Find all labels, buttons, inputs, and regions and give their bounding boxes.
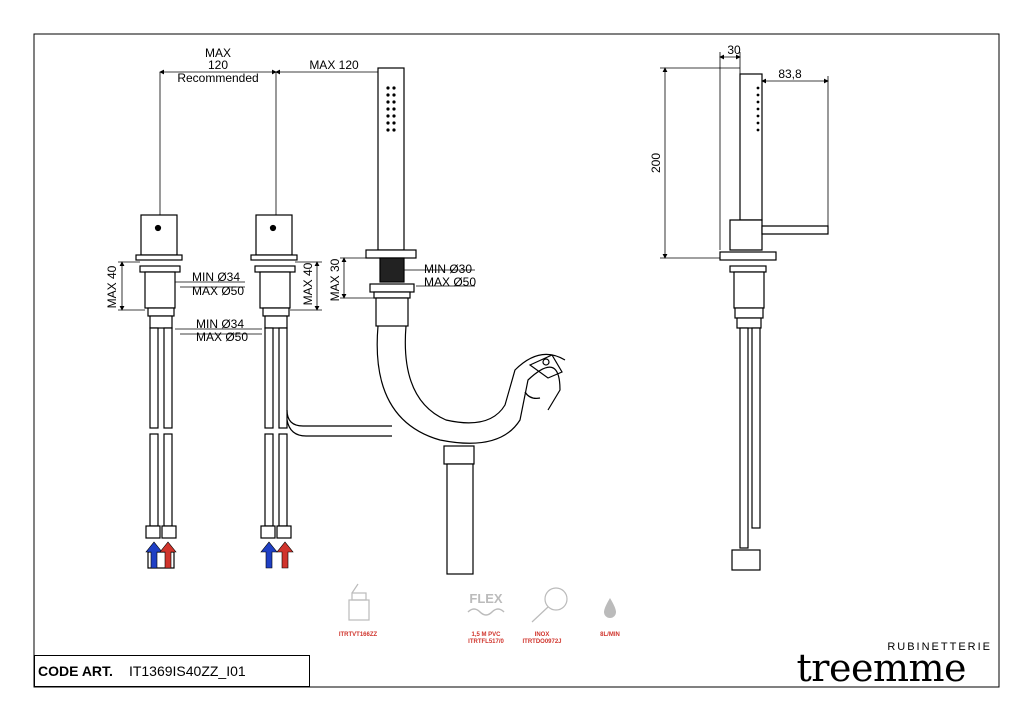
dim-side-30: 30 bbox=[727, 43, 741, 57]
cold-arrow-icon bbox=[260, 541, 278, 569]
dim-lines-shower bbox=[340, 257, 475, 299]
hot-arrow-icon bbox=[159, 541, 177, 569]
dim-max-value: 120 bbox=[208, 58, 228, 72]
code-article-label: CODE ART. bbox=[38, 663, 113, 679]
dim-min34-a: MIN Ø34 bbox=[192, 270, 240, 284]
cold-hot-arrows-middle bbox=[260, 541, 294, 569]
top-dimensions bbox=[159, 68, 387, 215]
dim-max50-c: MAX Ø50 bbox=[424, 275, 476, 289]
dim-lines-left bbox=[118, 261, 262, 335]
accessory-2-line1: 1,5 M PVC bbox=[471, 632, 501, 638]
dim-max40-mid: MAX 40 bbox=[301, 262, 315, 305]
dim-max-label: MAX bbox=[205, 46, 231, 60]
dim-max50-a: MAX Ø50 bbox=[192, 284, 244, 298]
water-drop-icon bbox=[604, 598, 616, 618]
dim-lines-side bbox=[660, 52, 829, 259]
dim-side-200: 200 bbox=[649, 153, 663, 173]
accessory-3-line1: INOX bbox=[535, 632, 550, 638]
dim-side-83-8: 83,8 bbox=[778, 67, 802, 81]
connecting-hose bbox=[286, 409, 392, 437]
accessory-4-label: 8L/MIN bbox=[600, 632, 620, 638]
code-article-value: IT1369IS40ZZ_I01 bbox=[128, 663, 246, 679]
hose-drop bbox=[443, 445, 475, 575]
dim-max50-b: MAX Ø50 bbox=[196, 330, 248, 344]
hand-shower-body bbox=[365, 67, 417, 327]
valve-middle bbox=[250, 214, 298, 539]
diverter-hose-loop bbox=[376, 325, 566, 444]
accessory-1-code: ITRTVT166ZZ bbox=[339, 632, 378, 638]
dim-min34-b: MIN Ø34 bbox=[196, 317, 244, 331]
dim-max40-left: MAX 40 bbox=[105, 265, 119, 308]
cold-arrow-icon bbox=[145, 541, 163, 569]
sheet-frame bbox=[33, 33, 1000, 688]
dim-recommended: Recommended bbox=[177, 71, 258, 85]
flex-wave-icon bbox=[467, 608, 505, 616]
dim-lines-middle bbox=[290, 261, 322, 311]
code-article-box: CODE ART. IT1369IS40ZZ_I01 bbox=[34, 655, 310, 687]
hot-arrow-icon bbox=[276, 541, 294, 569]
cold-hot-arrows-left bbox=[145, 541, 177, 569]
dim-min30: MIN Ø30 bbox=[424, 262, 472, 276]
side-view bbox=[719, 73, 829, 571]
brand-logo: RUBINETTERIE treemme bbox=[796, 641, 994, 690]
dim-max30: MAX 30 bbox=[328, 258, 342, 301]
shower-spray-dots bbox=[386, 86, 396, 132]
shower-head-icon bbox=[531, 587, 568, 623]
flex-word: FLEX bbox=[469, 591, 503, 606]
side-spray-dots bbox=[756, 86, 760, 132]
accessory-2-line2: ITRTFL517/0 bbox=[468, 639, 504, 645]
brand-name: treemme bbox=[796, 646, 967, 690]
valve-icon bbox=[348, 583, 370, 621]
dim-max-120: MAX 120 bbox=[309, 58, 359, 72]
accessory-3-line2: ITRTDO0972J bbox=[522, 639, 561, 645]
brand-sub: RUBINETTERIE bbox=[887, 641, 992, 653]
valve-left bbox=[135, 214, 183, 569]
